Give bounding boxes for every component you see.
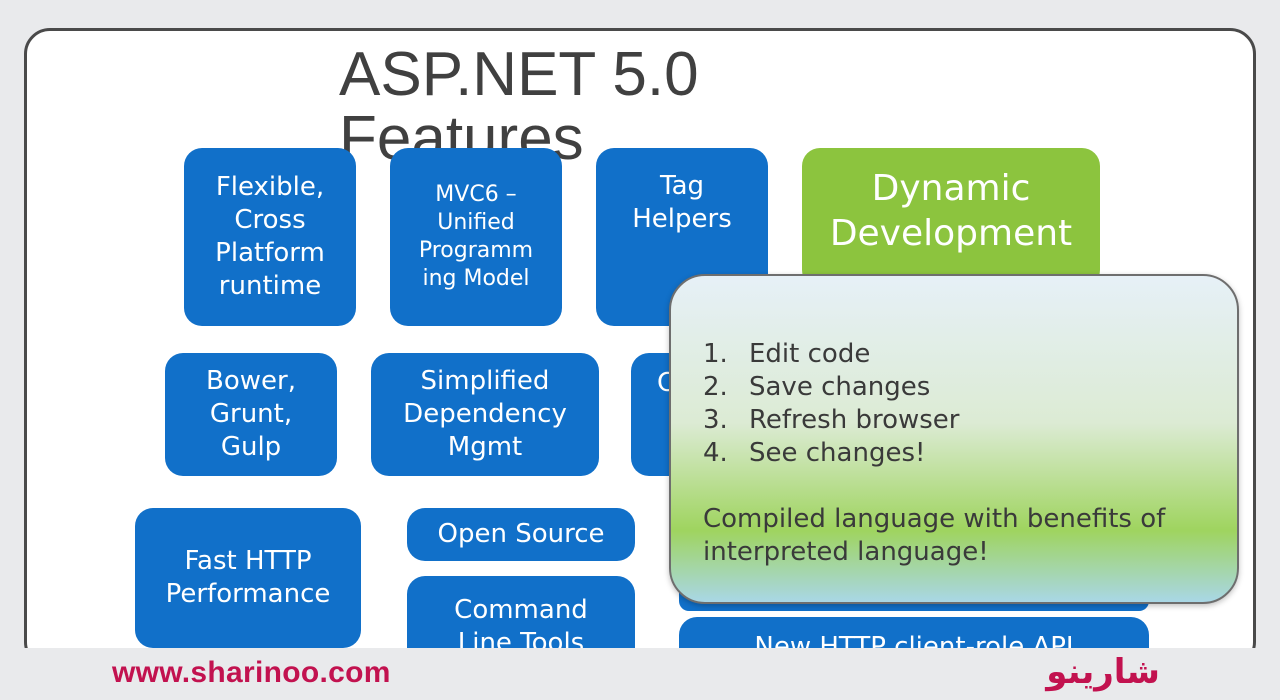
tile-fast-http: Fast HTTP Performance xyxy=(135,508,361,648)
slide-title: ASP.NET 5.0 Features xyxy=(339,40,699,173)
tile-simplified-dependency: Simplified Dependency Mgmt xyxy=(371,353,599,476)
site-url-link[interactable]: www.sharinoo.com xyxy=(112,656,391,689)
list-item: 2. Save changes xyxy=(703,371,1207,404)
tile-open-source: Open Source xyxy=(407,508,635,561)
step-number: 4. xyxy=(703,438,728,468)
tile-mvc6: MVC6 – Unified Programm ing Model xyxy=(390,148,562,326)
step-text: Edit code xyxy=(749,339,871,369)
list-item: 1. Edit code xyxy=(703,338,1207,371)
callout-note: Compiled language with benefits of inter… xyxy=(703,504,1166,567)
sharinoo-logo: شارینو xyxy=(1046,652,1160,692)
step-number: 2. xyxy=(703,372,728,402)
tile-dynamic-development: Dynamic Development xyxy=(802,148,1100,288)
step-number: 1. xyxy=(703,339,728,369)
step-text: Refresh browser xyxy=(749,405,960,435)
step-text: See changes! xyxy=(749,438,926,468)
list-item: 4. See changes! xyxy=(703,437,1207,470)
list-item: 3. Refresh browser xyxy=(703,404,1207,437)
dynamic-development-callout: 1. Edit code 2. Save changes 3. Refresh … xyxy=(669,274,1239,604)
footer-bar: www.sharinoo.com شارینو xyxy=(0,648,1280,700)
tile-flexible-runtime: Flexible, Cross Platform runtime xyxy=(184,148,356,326)
slide-frame: ASP.NET 5.0 Features Flexible, Cross Pla… xyxy=(24,28,1256,668)
step-number: 3. xyxy=(703,405,728,435)
step-text: Save changes xyxy=(749,372,931,402)
steps-list: 1. Edit code 2. Save changes 3. Refresh … xyxy=(703,338,1207,470)
tile-bower-grunt-gulp: Bower, Grunt, Gulp xyxy=(165,353,337,476)
